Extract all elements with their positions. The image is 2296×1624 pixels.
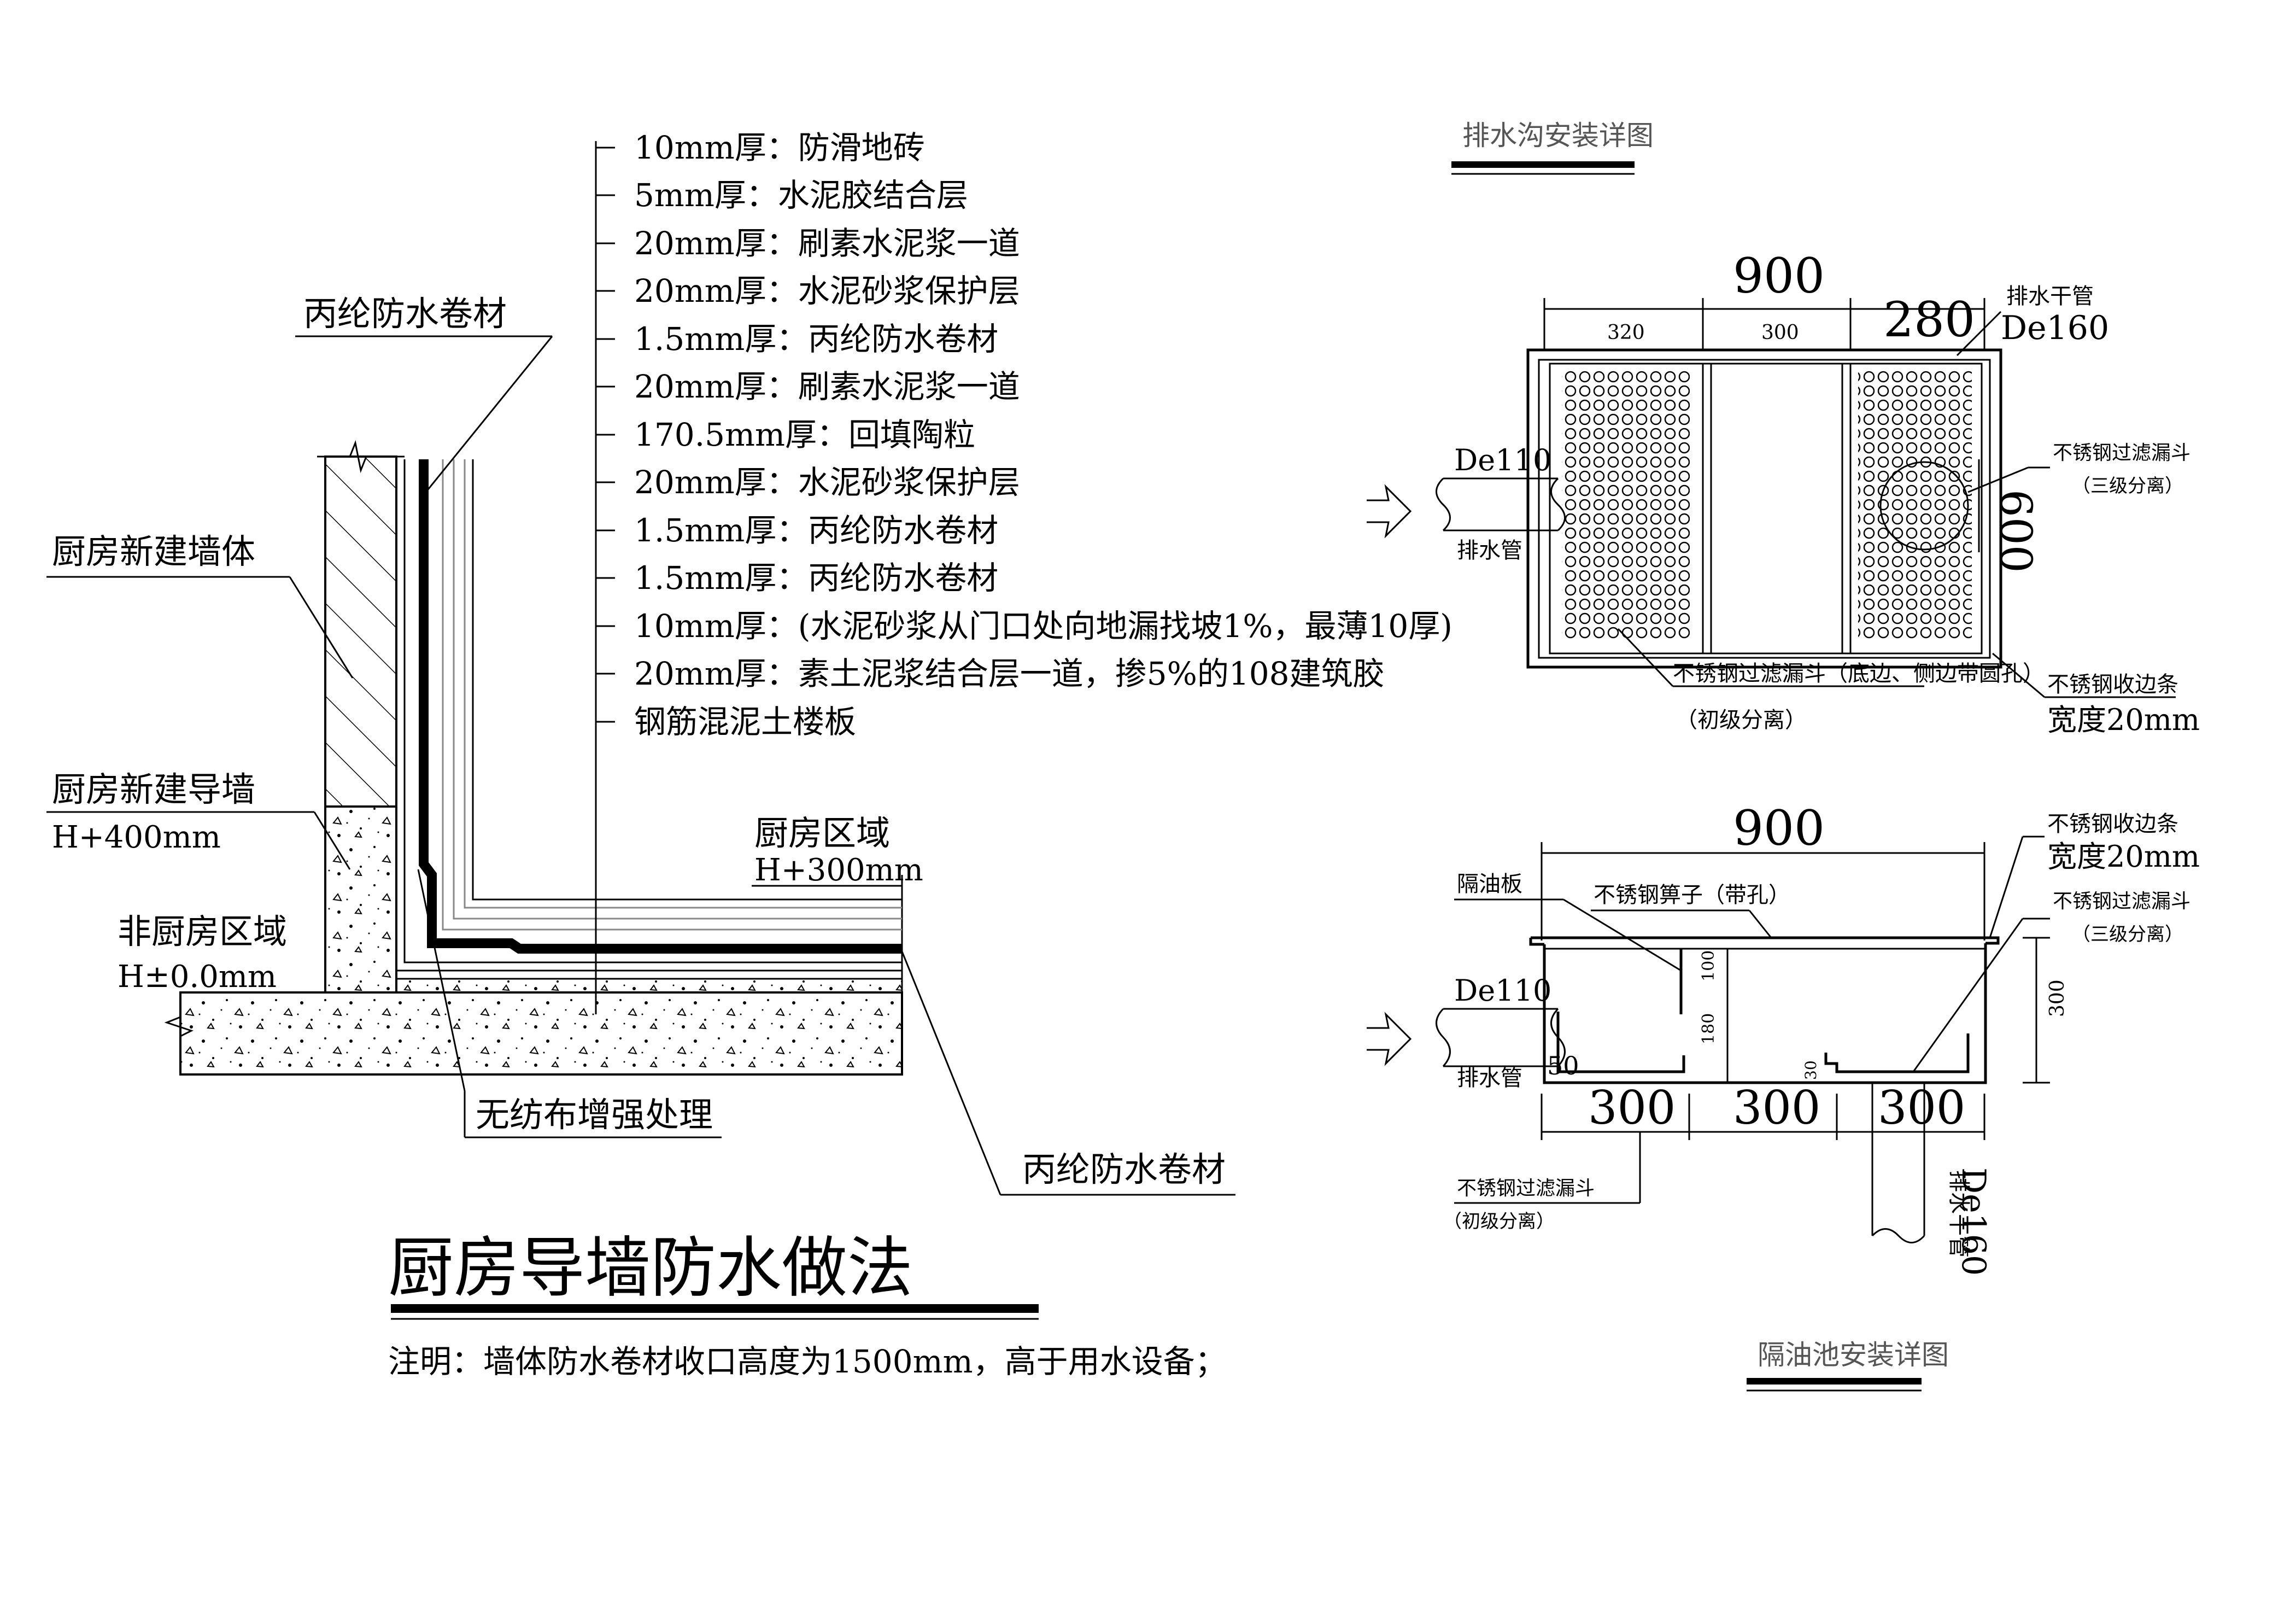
oil-filter1-sub: （初级分离）	[1443, 1211, 1555, 1232]
trench-dim-c: 280	[1883, 291, 1975, 348]
oil-filter1: 不锈钢过滤漏斗	[1457, 1177, 1595, 1200]
kitchen-height: H+300mm	[754, 852, 923, 888]
oil-dim-180: 180	[1699, 1013, 1718, 1044]
oil-main-pipe-size: De160	[1954, 1167, 1993, 1276]
guide-wall-height: H+400mm	[52, 820, 221, 855]
oil-dim-b: 300	[1733, 1081, 1820, 1135]
layer-13: 钢筋混泥土楼板	[634, 703, 856, 740]
kitchen-wall-title: 厨房导墙防水做法	[388, 1230, 913, 1306]
drain-trench-detail: 排水沟安装详图 900 320 300 280 De110 排水管	[1367, 120, 2200, 737]
guide-wall-label: 厨房新建导墙	[52, 769, 255, 809]
layer-list: 10mm厚：防滑地砖 5mm厚：水泥胶结合层 20mm厚：刷素水泥浆一道 20m…	[634, 129, 1452, 740]
trench-dim-b: 300	[1761, 322, 1799, 344]
oil-trap-detail: 900 100 180 30 De110 排水管 50 300 300	[1367, 800, 2200, 1392]
oil-dim-100: 100	[1699, 950, 1718, 982]
oil-trap-title: 隔油池安装详图	[1758, 1339, 1949, 1371]
non-kitchen-height: H±0.0mm	[118, 959, 277, 995]
oil-inlet-size: De110	[1454, 973, 1551, 1008]
trench-filter1-sub: （初级分离）	[1676, 708, 1807, 733]
layer-5: 1.5mm厚：丙纶防水卷材	[634, 320, 998, 358]
trench-dim-height: 600	[1990, 489, 2041, 573]
oil-dim-c: 300	[1878, 1081, 1965, 1135]
membrane-bottom-label: 丙纶防水卷材	[1022, 1149, 1226, 1189]
non-kitchen-label: 非厨房区域	[118, 912, 287, 951]
guide-wall	[324, 805, 397, 994]
concrete-slab	[179, 991, 903, 1076]
layer-9: 1.5mm厚：丙纶防水卷材	[634, 512, 998, 549]
layer-8: 20mm厚：水泥砂浆保护层	[634, 464, 1020, 501]
layer-1: 10mm厚：防滑地砖	[634, 129, 925, 166]
trench-edge-strip: 不锈钢收边条	[2047, 672, 2178, 697]
trench-dim-total: 900	[1733, 248, 1825, 304]
oil-main-pipe: 排水干管	[1946, 1170, 1971, 1258]
title-underline	[391, 1304, 1039, 1313]
filter-holes-right	[1858, 371, 1972, 641]
oil-inlet-label: 排水管	[1457, 1066, 1522, 1091]
oil-grate-label: 不锈钢箅子（带孔）	[1594, 883, 1790, 908]
layer-3: 20mm厚：刷素水泥浆一道	[634, 225, 1020, 262]
trench-dim-a: 320	[1607, 322, 1645, 344]
layer-4: 20mm厚：水泥砂浆保护层	[634, 272, 1020, 309]
trench-main-pipe: 排水干管	[2006, 284, 2094, 309]
oil-dim-300v: 300	[2046, 979, 2069, 1017]
drain-trench-title: 排水沟安装详图	[1462, 120, 1654, 151]
membrane-top-label: 丙纶防水卷材	[303, 294, 507, 334]
oil-dim-total: 900	[1733, 800, 1825, 856]
layer-11: 10mm厚：(水泥砂浆从门口处向地漏找坡1%，最薄10厚)	[634, 607, 1452, 645]
trench-inlet-size: De110	[1454, 443, 1551, 477]
layer-2: 5mm厚：水泥胶结合层	[634, 177, 968, 214]
kitchen-wall-section: 10mm厚：防滑地砖 5mm厚：水泥胶结合层 20mm厚：刷素水泥浆一道 20m…	[46, 129, 1452, 1380]
oil-dim-a: 300	[1588, 1081, 1676, 1135]
new-wall	[324, 455, 397, 808]
layer-12: 20mm厚：素土泥浆结合层一道，掺5%的108建筑胶	[634, 655, 1385, 692]
filter-holes-left	[1562, 371, 1690, 641]
trench-filter1: 不锈钢过滤漏斗（底边、侧边带圆孔）	[1673, 661, 2045, 686]
oil-dim-30: 30	[1802, 1060, 1820, 1080]
trench-filter3-sub: （三级分离）	[2072, 475, 2183, 497]
trench-flow-arrow	[1367, 484, 1412, 539]
layer-leaders	[596, 147, 615, 723]
trench-edge-strip-w: 宽度20mm	[2047, 703, 2200, 737]
layer-10: 1.5mm厚：丙纶防水卷材	[634, 559, 998, 597]
layer-7: 170.5mm厚：回填陶粒	[634, 416, 975, 453]
oil-baffle-label: 隔油板	[1457, 872, 1522, 897]
oil-edge-strip: 不锈钢收边条	[2047, 811, 2178, 837]
trench-filter3: 不锈钢过滤漏斗	[2053, 442, 2190, 464]
oil-filter3-sub: （三级分离）	[2072, 924, 2183, 945]
nonwoven-label: 无纺布增强处理	[476, 1095, 713, 1135]
trench-main-pipe-size: De160	[2001, 309, 2109, 347]
oil-flow-arrow	[1367, 1012, 1412, 1066]
new-wall-label: 厨房新建墙体	[52, 531, 255, 571]
oil-edge-strip-w: 宽度20mm	[2047, 839, 2200, 874]
trench-inlet-label: 排水管	[1457, 538, 1522, 563]
oil-filter3: 不锈钢过滤漏斗	[2053, 890, 2190, 913]
note-text: 注明：墙体防水卷材收口高度为1500mm，高于用水设备；	[388, 1343, 1227, 1380]
layer-6: 20mm厚：刷素水泥浆一道	[634, 368, 1020, 405]
oil-dim-50: 50	[1547, 1051, 1579, 1080]
kitchen-label: 厨房区域	[754, 813, 890, 853]
